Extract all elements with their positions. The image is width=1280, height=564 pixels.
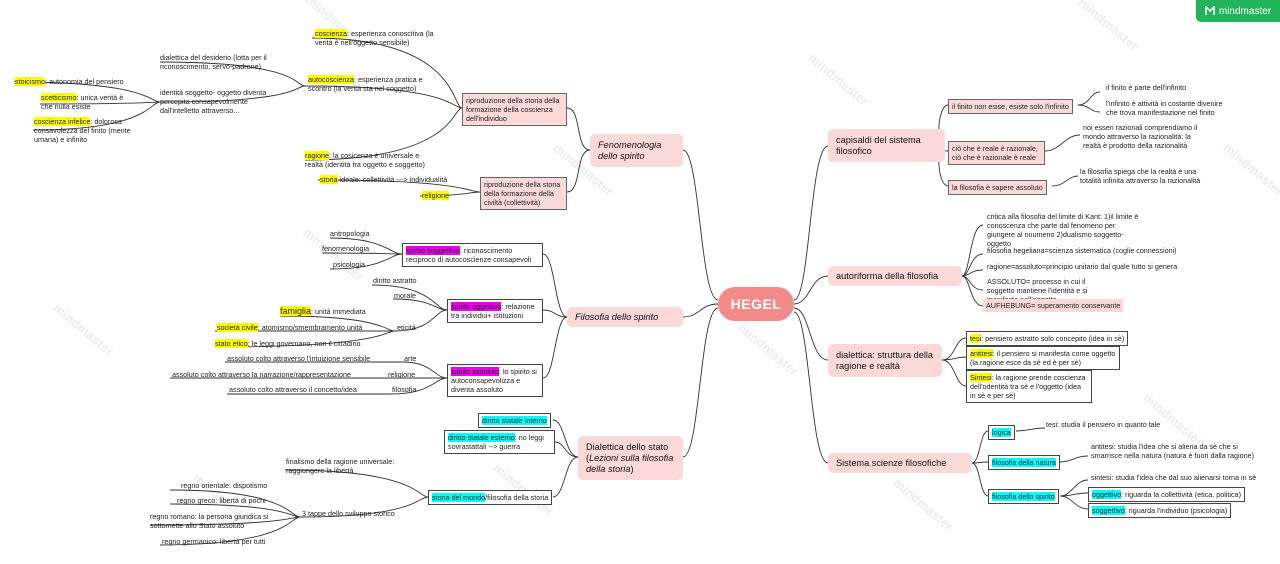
node-coscienza[interactable]: coscienza: esperienza conoscitiva (la ve… — [315, 29, 434, 47]
topic-capisaldi[interactable]: capisaldi del sistema filosofico — [828, 129, 945, 162]
node-storia-mondo[interactable]: storia del mondo/filosofia della storia — [428, 490, 553, 505]
node-autocoscienza[interactable]: autocoscienza: esperienza pratica e scon… — [308, 75, 423, 93]
node-reale-a[interactable]: noi esseri razionali comprendiamo il mon… — [1083, 123, 1198, 150]
node-ragione-assoluto[interactable]: ragione=assoluto=principio unitario dal … — [987, 262, 1178, 271]
node-finalismo[interactable]: finalismo della ragione universale: ragg… — [286, 457, 395, 475]
watermark: mindmaster — [1220, 140, 1280, 199]
node-natura-desc[interactable]: antitesi: studia l'idea che si aliena da… — [1091, 442, 1254, 460]
watermark: mindmaster — [890, 475, 957, 534]
node-scetticismo[interactable]: scetticismo: unica verità è che nulla es… — [41, 93, 124, 111]
watermark: mindmaster — [735, 320, 802, 379]
node-logica-desc[interactable]: tesi: studia il pensiero in quanto tale — [1046, 420, 1161, 429]
node-storia-ideale[interactable]: storia ideale: collettività ---> individ… — [320, 175, 448, 184]
node-spirito-oggettivo[interactable]: spirito oggettivo: relazione tra individ… — [447, 299, 543, 323]
node-finito[interactable]: il finito non esise, esiste solo l'infin… — [948, 99, 1073, 114]
topic-dialettica-ragione[interactable]: dialettica: struttura della ragione e re… — [828, 344, 942, 377]
node-psicologia[interactable]: psicologia — [333, 260, 365, 269]
node-finito-b[interactable]: l'infinito è attività in costante diveni… — [1106, 99, 1223, 117]
node-regno-germanico[interactable]: regno germanico: libertà per tutti — [162, 537, 266, 546]
node-coscienza-infelice[interactable]: coscienza infelice: dolorosa consavolezz… — [34, 117, 131, 144]
node-critica-kant[interactable]: critica alla filosofia del limite di Kan… — [987, 212, 1139, 248]
node-sapere-a[interactable]: la filosofia spiega che la realtà è una … — [1080, 167, 1201, 185]
node-regno-romano[interactable]: regno romano: la persona giuridica si so… — [150, 512, 269, 530]
central-topic[interactable]: HEGEL — [718, 287, 794, 321]
node-religione-desc[interactable]: assoluto colto attraverso la narrazione/… — [172, 370, 351, 379]
node-ragione[interactable]: ragione: la cosicenza è universale e rea… — [305, 151, 425, 169]
node-filosofia-desc[interactable]: assoluto colto attraverso il concetto/id… — [229, 385, 357, 394]
node-hegeliana[interactable]: filosofia hegeliana=scienza sistematica … — [987, 246, 1177, 255]
fenomenologia-sub-civilta[interactable]: riproduzione della storia della formazio… — [480, 177, 567, 210]
watermark: mindmaster — [1075, 0, 1142, 54]
node-logica[interactable]: logica — [988, 425, 1015, 440]
node-dialettica-desiderio[interactable]: dialettica del desiderio (lotta per il r… — [160, 53, 267, 71]
node-stoicismo[interactable]: stoicismo: autonomia del pensiero — [15, 77, 124, 86]
node-stato-etico[interactable]: stato etico: le leggi governano, non il … — [215, 339, 361, 348]
watermark: mindmaster — [50, 300, 117, 359]
node-sintesi[interactable]: Sintesi: la ragione prende coscienza del… — [966, 370, 1092, 403]
badge-label: mindmaster — [1218, 5, 1272, 17]
node-oggettivo[interactable]: oggettivo: riguarda la collettività (eti… — [1088, 487, 1246, 502]
topic-fenomenologia[interactable]: Fenomenologia dello spirito — [590, 134, 683, 167]
topic-sistema-scienze[interactable]: Sistema scienze filosofiche — [828, 453, 972, 473]
node-morale[interactable]: morale — [394, 291, 416, 300]
node-soggettivo[interactable]: soggettivo: riguarda l'individuo (psicol… — [1088, 503, 1232, 518]
node-religione-spirito[interactable]: religione — [388, 370, 416, 379]
node-regno-orientale[interactable]: regno orientale: dispotismo — [181, 481, 268, 490]
node-diritto-esterno[interactable]: diritto statale esterno: no leggi sovras… — [444, 430, 555, 454]
topic-dialettica-stato[interactable]: Dialettica dello stato (Lezioni sulla fi… — [578, 436, 683, 480]
node-filosofia-spirito[interactable]: filosofia — [392, 385, 417, 394]
node-societa-civile[interactable]: società civile: atomismo/smembramento un… — [217, 323, 363, 332]
node-spirito-desc[interactable]: sintesi: studia l'idea che dal suo alien… — [1091, 473, 1257, 482]
node-arte-desc[interactable]: assoluto colto attraverso l'intuizione s… — [227, 354, 371, 363]
node-identita[interactable]: identità soggetto- oggetto diventa perce… — [160, 88, 267, 115]
node-sapere-assoluto[interactable]: la filosofia è sapere assoluto — [948, 180, 1047, 195]
watermark: mindmaster — [805, 50, 872, 109]
node-spirito-assoluto[interactable]: spirito assoluto: lo spirito si autocons… — [447, 364, 543, 397]
node-filosofia-natura[interactable]: filosofia della natura — [988, 455, 1060, 470]
node-tesi[interactable]: tesi: pensiero astratto solo concepito (… — [966, 331, 1129, 346]
node-antitesi[interactable]: antitesi: il pensiero si manifesta come … — [966, 346, 1120, 370]
node-famiglia[interactable]: famiglia: unità immediata — [280, 306, 366, 316]
node-regno-greco[interactable]: regno greco: libertà di pochi — [177, 496, 266, 505]
node-diritto-interno[interactable]: diritto statale interno — [478, 413, 551, 428]
topic-filosofia-spirito[interactable]: Filosofia dello spirito — [567, 307, 683, 327]
node-diritto-astratto[interactable]: diritto astratto — [373, 276, 417, 285]
node-antropologia[interactable]: antropologia — [330, 229, 370, 238]
node-fenomenologia[interactable]: fenomenologia — [322, 244, 370, 253]
node-spirito-soggettivo[interactable]: spirito soggettivo: riconoscimento recip… — [402, 243, 543, 267]
mindmaster-logo-icon — [1205, 6, 1215, 15]
node-aufhebung[interactable]: AUFHEBUNG= superamento conservante — [983, 299, 1124, 312]
node-arte[interactable]: arte — [404, 354, 417, 363]
node-eticita[interactable]: eticità — [397, 323, 416, 332]
node-tre-tappe[interactable]: 3 tappe dello sviluppo storico — [302, 509, 395, 518]
fenomenologia-sub-coscienza-individuo[interactable]: riproduzione della storia della formazio… — [462, 93, 567, 126]
node-religione[interactable]: religione — [422, 191, 450, 200]
node-filosofia-dello-spirito[interactable]: filosofia dello spirito — [988, 489, 1059, 504]
node-finito-a[interactable]: il finito è parte dell'infinito — [1106, 83, 1187, 92]
node-reale[interactable]: ciò che è reale è razionale, ciò che è r… — [948, 141, 1045, 165]
topic-autoriforma[interactable]: autoriforma della filosofia — [828, 266, 962, 286]
mindmaster-badge[interactable]: mindmaster — [1196, 0, 1280, 22]
